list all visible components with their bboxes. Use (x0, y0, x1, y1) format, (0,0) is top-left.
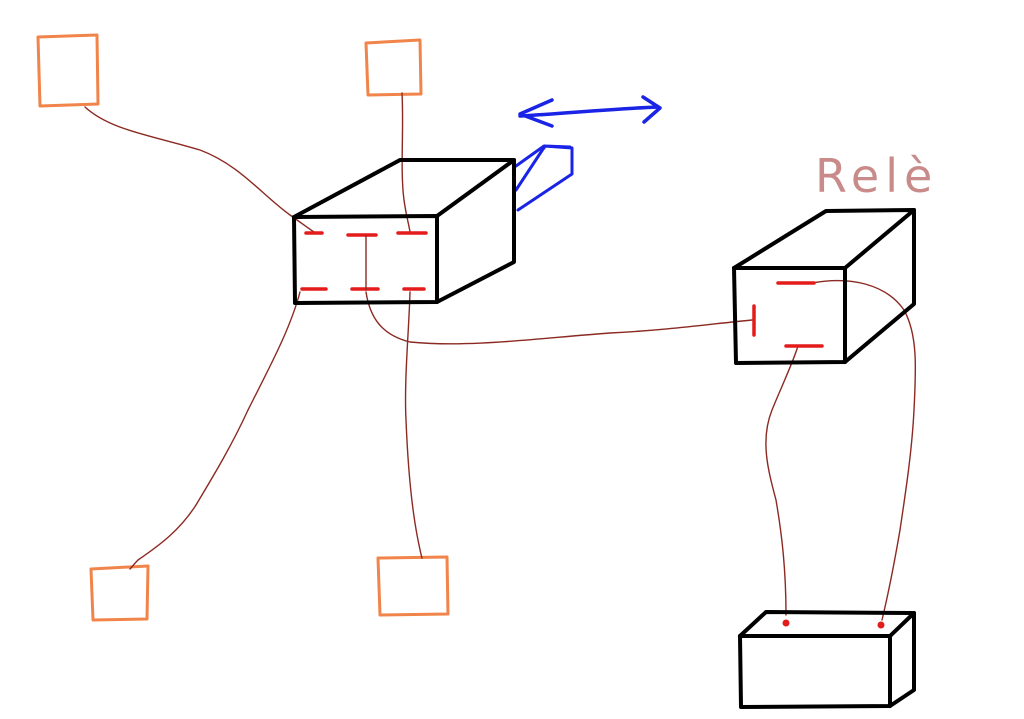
wire-bottom-left (129, 291, 301, 570)
psu-terminal-right (877, 621, 885, 629)
power-supply (738, 610, 916, 709)
psu-terminal-left (782, 619, 790, 627)
sensor-squares (36, 33, 450, 622)
wire-common-to-relay (365, 291, 753, 345)
wire-relay-to-psu-right (811, 279, 917, 621)
wire-top-left (84, 106, 315, 233)
sensor-bottom-left (89, 564, 150, 622)
relay-box (732, 208, 916, 365)
switch-lever (514, 144, 574, 212)
sensor-bottom-middle (376, 555, 450, 617)
relay-label: Relè (815, 149, 938, 203)
sensor-top-left (36, 33, 100, 108)
wire-top-middle (401, 92, 411, 233)
switch-contacts (300, 231, 428, 291)
switch-box (292, 158, 516, 305)
motion-arrow (518, 95, 662, 128)
wire-bottom-middle (404, 291, 423, 559)
wire-relay-to-psu-left (765, 345, 799, 616)
wires (84, 92, 917, 621)
sensor-top-middle (364, 38, 423, 97)
relay-contacts (752, 281, 824, 348)
